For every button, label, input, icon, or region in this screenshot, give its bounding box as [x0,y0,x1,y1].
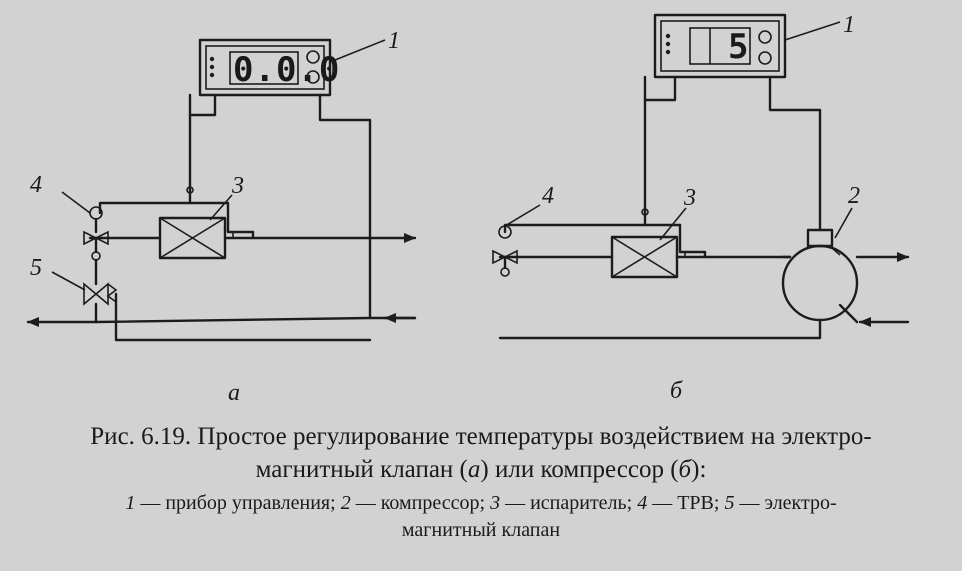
power-wire-a [318,93,372,320]
display-a: 0.0.0 [233,50,340,90]
power-wire-b [768,75,822,232]
display-b: 5 [728,27,749,67]
controller-a: 0.0.0 [198,38,340,97]
label-2-b: 2 [848,183,860,209]
caption-legend: 1 — прибор управления; 2 — компрессор; 3… [0,490,962,517]
label-4-b: 4 [542,183,554,209]
trv-b [492,225,518,277]
label-4-a: 4 [30,172,42,198]
legend-num-4: 4 [637,492,648,514]
evaporator-a [158,216,227,260]
sublabel-b: б [670,378,683,404]
label-1-a: 1 [388,28,400,54]
legend-text-2: — компрессор; [350,492,491,514]
label-5-a: 5 [30,255,42,281]
legend-text-3: — испаритель; [500,492,638,514]
legend-num-1: 1 [125,492,136,514]
sublabel-a: а [228,380,240,406]
legend-num-3: 3 [490,492,501,514]
refrigeration-schematic: 0.0.0 [26,12,910,406]
legend-num-5: 5 [724,492,735,514]
caption-title-2a: магнитный клапан ( [255,456,468,483]
compressor-b [781,228,859,322]
caption-title-2b: а [467,456,481,483]
evaporator-b [610,235,679,279]
caption-title-2d: б [678,456,692,483]
caption-title-2e: ): [691,456,707,483]
label-3-a: 3 [231,173,244,199]
trv-a [83,206,109,261]
legend-num-2: 2 [340,492,351,514]
caption-title-line1: Рис. 6.19. Простое регулирование темпера… [0,420,962,453]
panel-a: 0.0.0 [26,28,417,406]
figure-caption: Рис. 6.19. Простое регулирование темпера… [0,420,962,544]
legend-text-5: — электро- [734,492,837,514]
controller-b: 5 [653,13,787,79]
caption-legend-line2: магнитный клапан [401,519,561,541]
caption-title-line2: магнитный клапан (а) или компрессор (б): [0,453,962,486]
legend-text-1: — прибор управления; [135,492,341,514]
legend-text-4: — ТРВ; [647,492,725,514]
caption-title-2c: ) или компрессор ( [480,456,679,483]
caption-title-1: Простое регулирование температуры воздей… [197,423,872,450]
label-3-b: 3 [683,185,696,211]
panel-b: 5 [492,12,910,404]
caption-prefix: Рис. 6.19. [90,423,192,450]
label-1-b: 1 [843,12,855,38]
solenoid-a [83,258,372,342]
